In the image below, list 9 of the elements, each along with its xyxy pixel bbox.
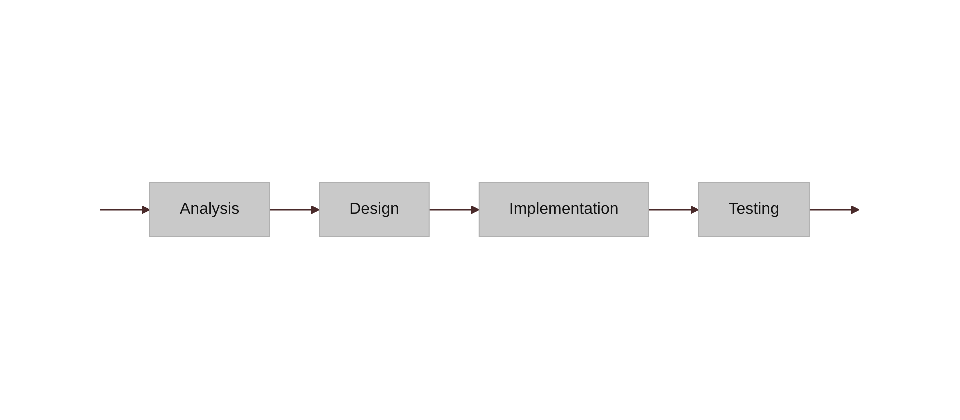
node-box: Testing [698,182,810,238]
node-box: Implementation [479,182,650,238]
node-box: Analysis [150,182,270,238]
arrow [430,206,480,214]
node-box: Design [319,182,430,238]
arrow [649,206,700,214]
arrow [100,206,151,214]
arrow [270,206,320,214]
arrow [810,206,860,214]
